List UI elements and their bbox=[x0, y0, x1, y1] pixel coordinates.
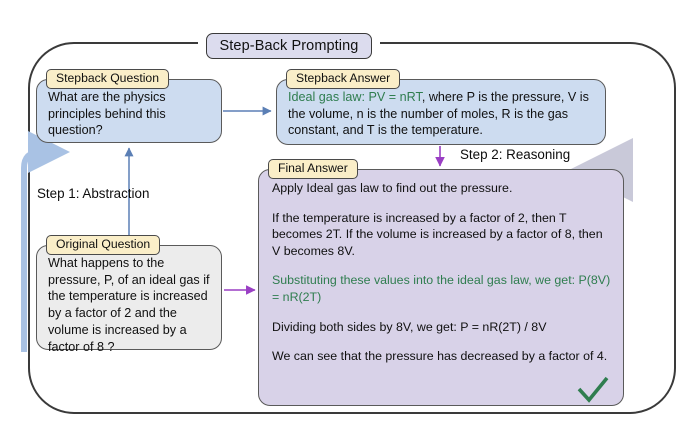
final-answer-paragraph: If the temperature is increased by a fac… bbox=[272, 210, 603, 258]
text-stepback-answer-rest: , where P is the pressure, V is the volu… bbox=[288, 90, 589, 138]
tab-stepback-answer: Stepback Answer bbox=[286, 69, 401, 90]
tab-final-answer: Final Answer bbox=[268, 159, 358, 180]
text-stepback-answer: Ideal gas law: PV = nRT, where P is the … bbox=[277, 80, 605, 147]
caption-step-1: Step 1: Abstraction bbox=[37, 186, 150, 201]
final-answer-paragraph: Dividing both sides by 8V, we get: P = n… bbox=[272, 319, 547, 334]
final-answer-paragraph: Substituting these values into the ideal… bbox=[272, 273, 611, 305]
final-answer-paragraph: We can see that the pressure has decreas… bbox=[272, 349, 608, 364]
check-icon bbox=[577, 376, 609, 403]
tab-stepback-question: Stepback Question bbox=[46, 69, 169, 90]
text-original-question: What happens to the pressure, P, of an i… bbox=[48, 256, 210, 354]
tab-original-question: Original Question bbox=[46, 235, 161, 256]
node-stepback-answer[interactable]: Stepback Answer Ideal gas law: PV = nRT,… bbox=[276, 69, 606, 147]
diagram-title: Step-Back Prompting bbox=[206, 33, 372, 59]
final-answer-paragraph: Apply Ideal gas law to find out the pres… bbox=[272, 181, 513, 195]
text-stepback-question: What are the physics principles behind t… bbox=[48, 90, 166, 138]
node-stepback-question[interactable]: Stepback Question What are the physics p… bbox=[36, 69, 222, 143]
text-final-answer: Apply Ideal gas law to find out the pres… bbox=[259, 170, 623, 373]
node-original-question[interactable]: Original Question What happens to the pr… bbox=[36, 235, 222, 354]
node-final-answer[interactable]: Final Answer Apply Ideal gas law to find… bbox=[258, 159, 624, 406]
text-stepback-answer-formula: Ideal gas law: PV = nRT bbox=[288, 90, 422, 104]
caption-step-2: Step 2: Reasoning bbox=[460, 147, 571, 162]
